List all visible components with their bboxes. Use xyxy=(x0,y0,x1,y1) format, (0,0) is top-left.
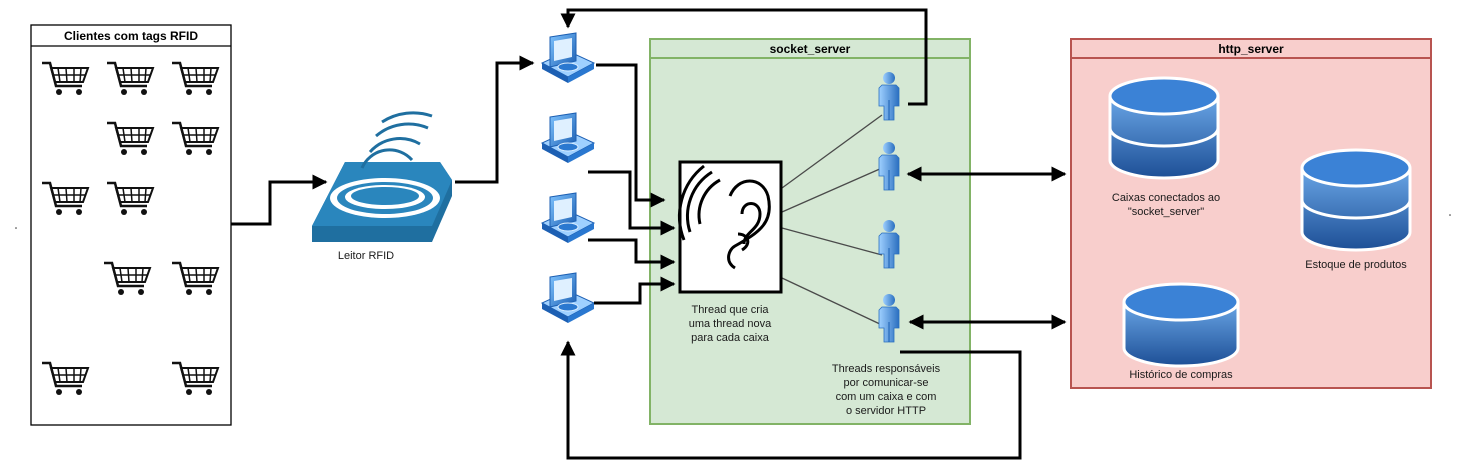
db-historico-label: Histórico de compras xyxy=(1129,369,1233,381)
arrow-pc4-to-listener xyxy=(594,276,676,305)
listener-thread: Thread que cria uma thread nova para cad… xyxy=(677,160,783,344)
db-caixas: Caixas conectados ao "socket_server" xyxy=(1108,76,1220,218)
threads-label-line1: Threads responsáveis xyxy=(832,363,941,375)
computer-icon xyxy=(541,32,595,84)
db-caixas-label-line1: Caixas conectados ao xyxy=(1112,192,1220,204)
computer-icon xyxy=(541,112,595,164)
ear-icon xyxy=(677,164,771,270)
threads-label-line4: o servidor HTTP xyxy=(846,405,926,417)
listener-thread-label-line3: para cada caixa xyxy=(691,332,770,344)
arrow-pc3-to-listener xyxy=(588,238,676,270)
cashier-terminals xyxy=(541,32,595,324)
arrow-thread-to-pc4 xyxy=(560,340,1022,460)
db-estoque: Estoque de produtos xyxy=(1300,148,1412,271)
arrow-clients-to-reader xyxy=(231,174,328,226)
listener-thread-label-line1: Thread que cria xyxy=(691,304,769,316)
edge-dot xyxy=(15,227,17,229)
thread-spawn-lines xyxy=(781,114,883,326)
edge-dot xyxy=(1449,214,1451,216)
database-icon xyxy=(1122,282,1240,368)
arrow-thread-to-pc1 xyxy=(560,8,928,106)
rfid-reader-icon xyxy=(312,111,452,242)
socket-server-title: socket_server xyxy=(770,42,851,56)
arrow-pc2-to-listener xyxy=(588,170,676,236)
db-historico: Histórico de compras xyxy=(1122,282,1240,381)
rfid-reader-label: Leitor RFID xyxy=(338,250,394,262)
clients-box: Clientes com tags RFID xyxy=(30,24,232,426)
flow-arrows xyxy=(231,8,1067,460)
computer-icon xyxy=(541,272,595,324)
clients-box-title: Clientes com tags RFID xyxy=(64,29,198,43)
db-estoque-label: Estoque de produtos xyxy=(1305,259,1407,271)
computer-icon xyxy=(541,192,595,244)
http-server-title: http_server xyxy=(1218,42,1284,56)
database-icon xyxy=(1300,148,1412,252)
database-icon xyxy=(1108,76,1220,180)
arrow-pc1-to-listener xyxy=(596,63,666,208)
rfid-reader: Leitor RFID xyxy=(312,111,452,262)
threads-label-line2: por comunicar-se xyxy=(844,377,929,389)
arrow-reader-to-pc xyxy=(455,55,535,184)
listener-thread-label-line2: uma thread nova xyxy=(689,318,772,330)
threads-label-line3: com um caixa e com xyxy=(836,391,937,403)
worker-threads: Threads responsáveis por comunicar-se co… xyxy=(832,71,941,417)
db-caixas-label-line2: "socket_server" xyxy=(1128,206,1204,218)
